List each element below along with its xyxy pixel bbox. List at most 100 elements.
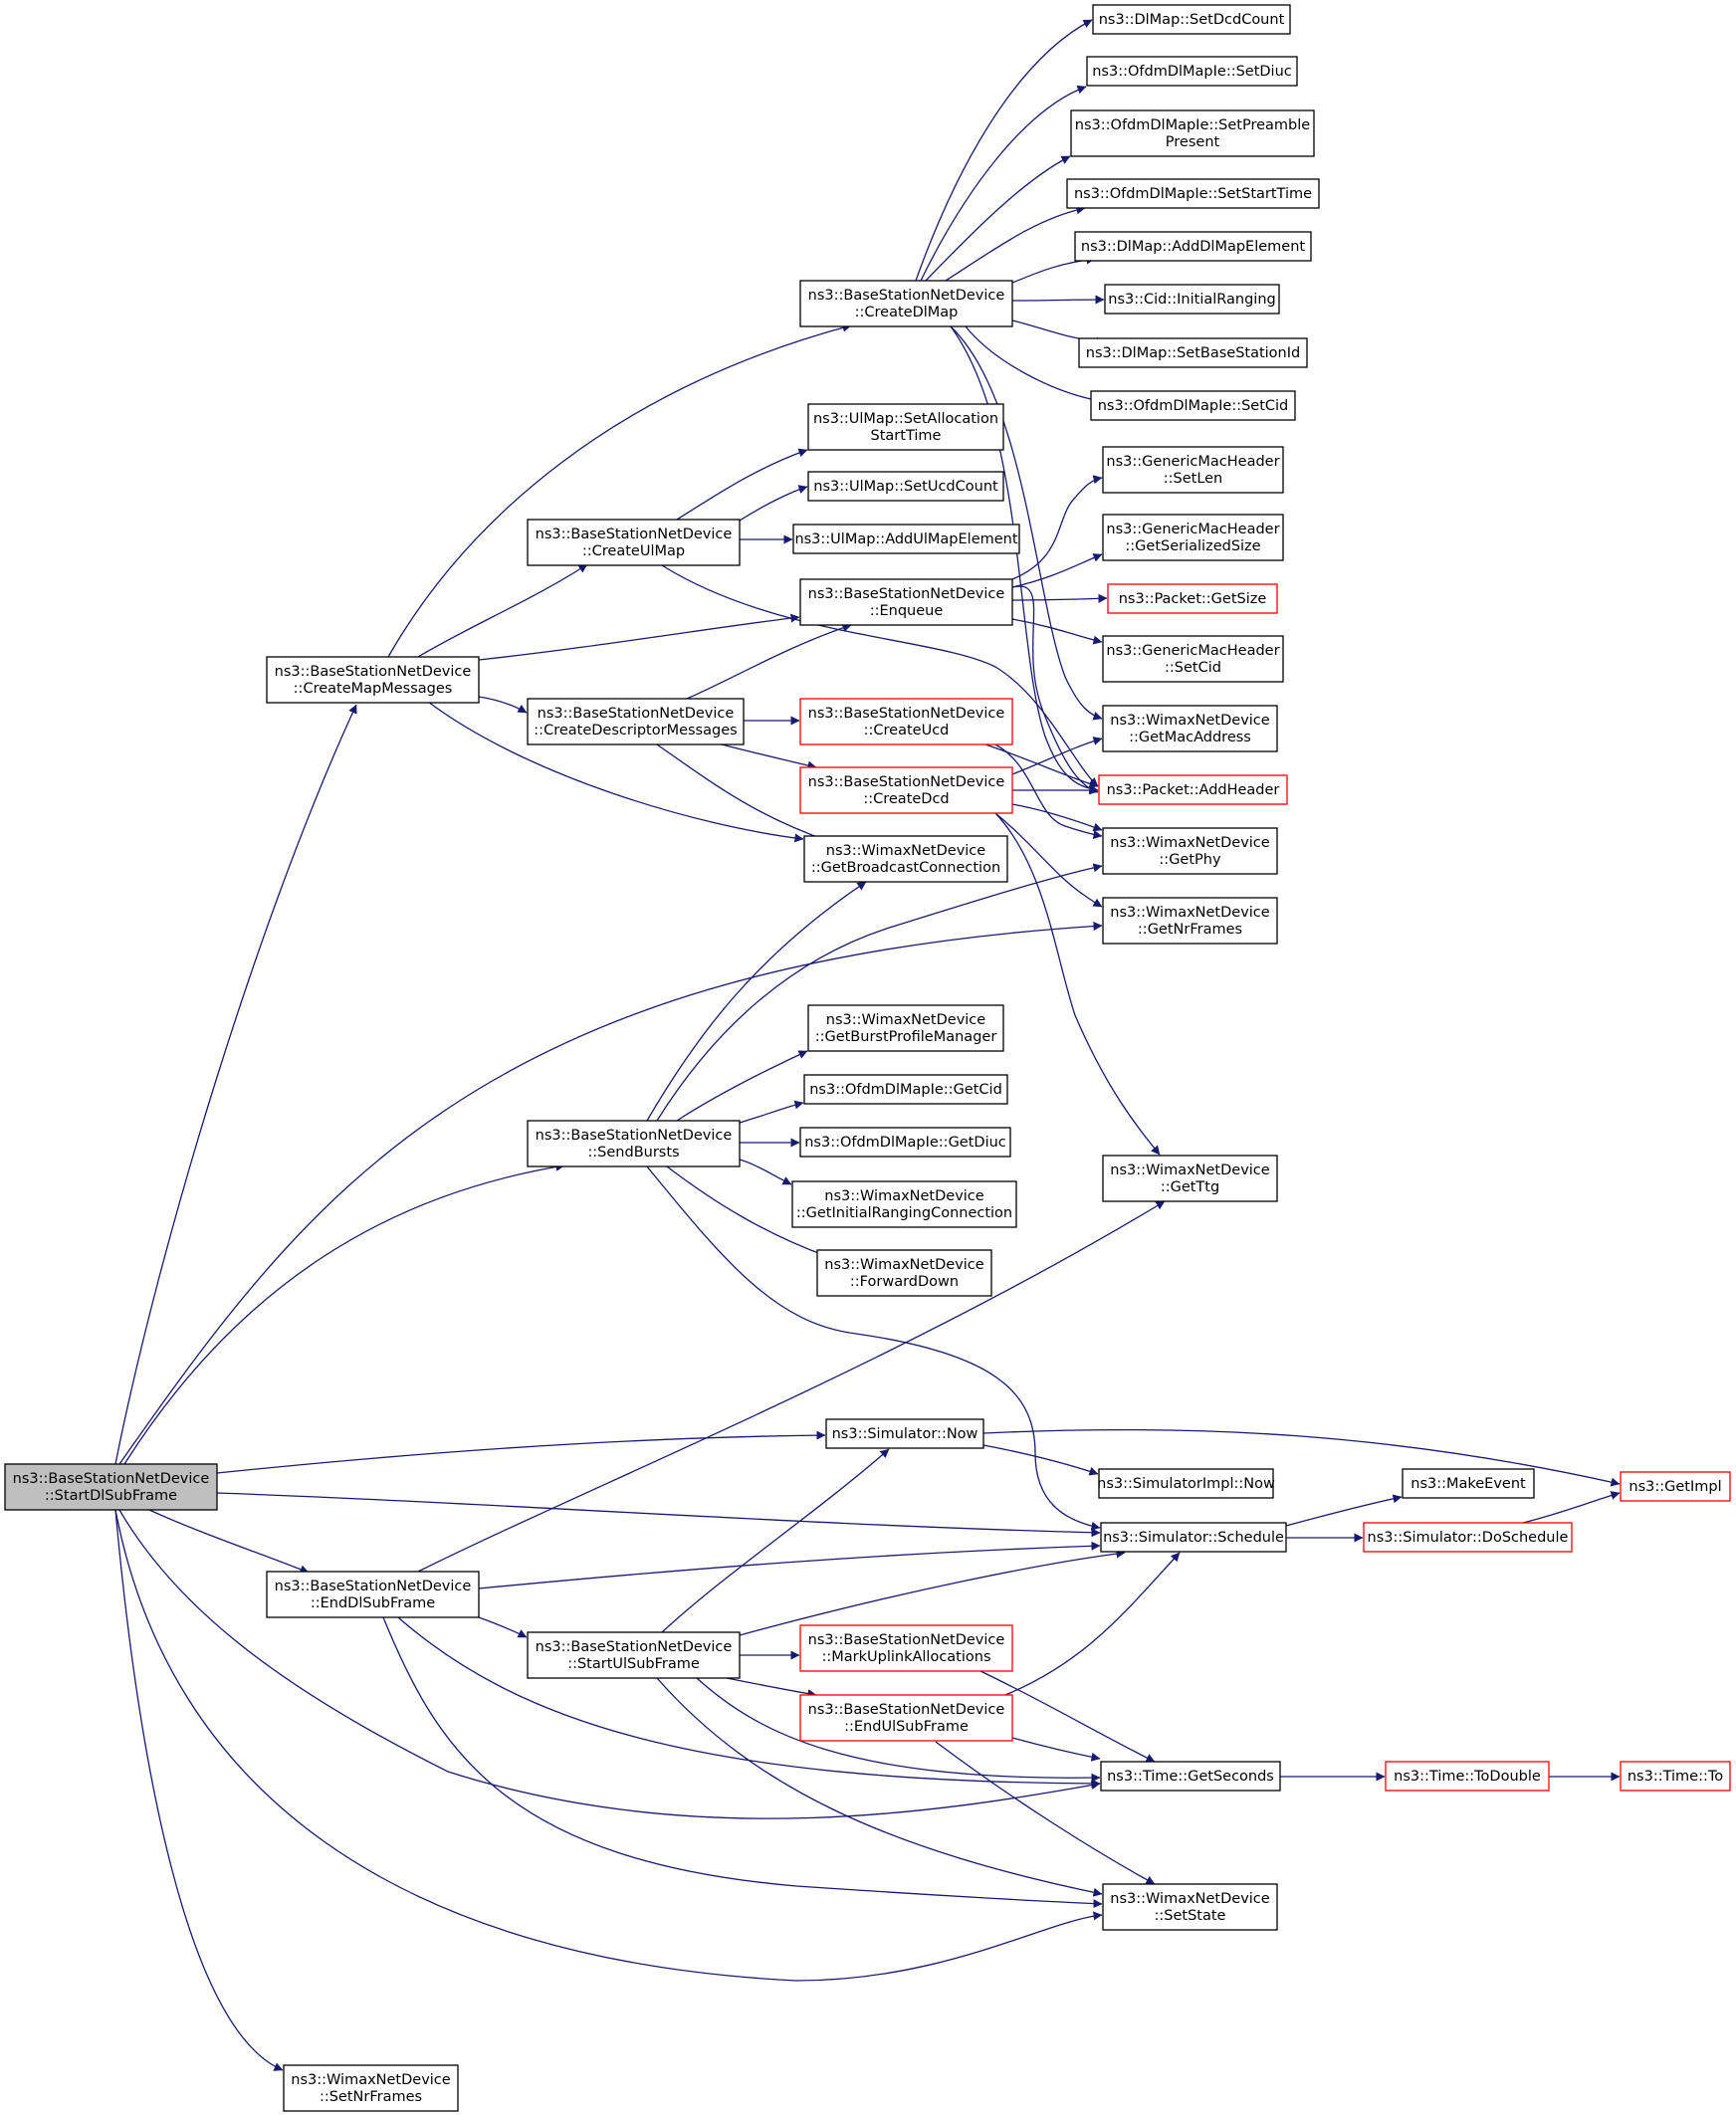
node-label: ns3::BaseStationNetDevice: [275, 1579, 472, 1594]
node-wimax-setstate[interactable]: ns3::WimaxNetDevice::SetState: [1102, 1883, 1278, 1931]
edge-line: [1011, 475, 1103, 580]
edge-create_map-to-create_dlmap: [387, 322, 852, 658]
node-create-map[interactable]: ns3::BaseStationNetDevice::CreateMapMess…: [266, 656, 480, 704]
node-create-ucd[interactable]: ns3::BaseStationNetDevice::CreateUcd: [799, 698, 1013, 745]
edge-line: [676, 1050, 808, 1122]
node-time-todouble[interactable]: ns3::Time::ToDouble: [1385, 1761, 1550, 1792]
node-wimax-getmac[interactable]: ns3::WimaxNetDevice::GetMacAddress: [1102, 705, 1278, 752]
node-label: ::GetBroadcastConnection: [811, 860, 1000, 876]
node-label: ns3::BaseStationNetDevice: [538, 706, 735, 722]
node-dlmap-setdcd[interactable]: ns3::DlMap::SetDcdCount: [1092, 4, 1291, 35]
node-label: ns3::WimaxNetDevice: [1110, 1891, 1269, 1907]
node-label: ns3::DlMap::AddDlMapElement: [1081, 239, 1306, 255]
node-label: StartTime: [871, 428, 942, 444]
edge-create_dlmap-to-cid_initial: [1011, 295, 1105, 305]
node-label: ns3::WimaxNetDevice: [1110, 905, 1269, 921]
node-wimax-getburst[interactable]: ns3::WimaxNetDevice::GetBurstProfileMana…: [807, 1004, 1004, 1052]
node-make-event[interactable]: ns3::MakeEvent: [1402, 1468, 1535, 1499]
node-create-dcd[interactable]: ns3::BaseStationNetDevice::CreateDcd: [799, 766, 1013, 814]
node-label: ::Enqueue: [870, 603, 944, 619]
node-label: ns3::GenericMacHeader: [1106, 454, 1279, 470]
node-wimax-getnr[interactable]: ns3::WimaxNetDevice::GetNrFrames: [1102, 897, 1278, 945]
node-end-dl[interactable]: ns3::BaseStationNetDevice::EndDlSubFrame: [266, 1571, 480, 1618]
edge-create_ulmap-to-packet_addheader: [661, 564, 1099, 787]
node-enqueue[interactable]: ns3::BaseStationNetDevice::Enqueue: [799, 578, 1013, 626]
node-wimax-setnr[interactable]: ns3::WimaxNetDevice::SetNrFrames: [283, 2064, 459, 2112]
node-label: ns3::BaseStationNetDevice: [808, 288, 1005, 304]
node-sim-schedule[interactable]: ns3::Simulator::Schedule: [1100, 1522, 1287, 1553]
node-label: ns3::MakeEvent: [1410, 1476, 1526, 1492]
node-end-ul[interactable]: ns3::BaseStationNetDevice::EndUlSubFrame: [799, 1694, 1013, 1742]
node-wimax-getttg[interactable]: ns3::WimaxNetDevice::GetTtg: [1102, 1155, 1278, 1202]
edge-end_dl-to-time_getsec: [397, 1616, 1101, 1789]
node-create-ulmap[interactable]: ns3::BaseStationNetDevice::CreateUlMap: [527, 519, 741, 566]
node-ofdm-getcid[interactable]: ns3::OfdmDlMapIe::GetCid: [803, 1074, 1008, 1105]
node-start-dl[interactable]: ns3::BaseStationNetDevice::StartDlSubFra…: [4, 1463, 218, 1511]
node-sim-dosched[interactable]: ns3::Simulator::DoSchedule: [1363, 1522, 1573, 1553]
edge-line: [984, 743, 1099, 788]
node-box: [803, 1074, 1008, 1105]
node-gmh-setlen[interactable]: ns3::GenericMacHeader::SetLen: [1102, 446, 1284, 494]
node-box: [1102, 635, 1284, 683]
node-box: [1620, 1761, 1731, 1792]
node-create-desc[interactable]: ns3::BaseStationNetDevice::CreateDescrip…: [527, 698, 745, 745]
node-label: Present: [1166, 134, 1220, 150]
node-create-dlmap[interactable]: ns3::BaseStationNetDevice::CreateDlMap: [799, 280, 1013, 327]
edge-create_ulmap-to-ulmap_setalloc: [676, 448, 808, 521]
edge-line: [982, 1444, 1099, 1476]
node-send-bursts[interactable]: ns3::BaseStationNetDevice::SendBursts: [527, 1120, 741, 1167]
node-cid-initial[interactable]: ns3::Cid::InitialRanging: [1104, 284, 1280, 315]
node-label: ns3::WimaxNetDevice: [1110, 835, 1269, 851]
node-ofdm-setcid[interactable]: ns3::OfdmDlMapIe::SetCid: [1090, 390, 1296, 421]
node-get-impl[interactable]: ns3::GetImpl: [1620, 1471, 1731, 1502]
node-wimax-fwd[interactable]: ns3::WimaxNetDevice::ForwardDown: [816, 1249, 992, 1297]
node-wimax-getinit[interactable]: ns3::WimaxNetDevice::GetInitialRangingCo…: [791, 1180, 1017, 1228]
edge-start_dl-to-sim_now: [216, 1430, 826, 1474]
node-time-getsec[interactable]: ns3::Time::GetSeconds: [1100, 1761, 1281, 1792]
edge-create_ucd-to-packet_addheader: [984, 743, 1099, 788]
node-gmh-getser[interactable]: ns3::GenericMacHeader::GetSerializedSize: [1102, 514, 1284, 561]
node-time-to[interactable]: ns3::Time::To: [1620, 1761, 1731, 1792]
node-simimpl-now[interactable]: ns3::SimulatorImpl::Now: [1097, 1468, 1275, 1499]
node-start-ul[interactable]: ns3::BaseStationNetDevice::StartUlSubFra…: [527, 1631, 741, 1679]
edge-line: [382, 1616, 1103, 1909]
edge-line: [1011, 803, 1103, 832]
node-mark-ul[interactable]: ns3::BaseStationNetDevice::MarkUplinkAll…: [799, 1624, 1013, 1672]
node-label: ns3::Simulator::DoSchedule: [1368, 1530, 1569, 1546]
node-wimax-getbcast[interactable]: ns3::WimaxNetDevice::GetBroadcastConnect…: [803, 835, 1008, 883]
edge-line: [925, 155, 1071, 282]
edge-line: [920, 85, 1087, 282]
node-label: ns3::WimaxNetDevice: [1110, 1163, 1269, 1178]
node-ofdm-getdiuc[interactable]: ns3::OfdmDlMapIe::GetDiuc: [799, 1127, 1011, 1158]
edge-end_dl-to-start_ul: [478, 1616, 528, 1638]
node-label: ns3::BaseStationNetDevice: [275, 664, 472, 680]
node-label: ns3::UlMap::AddUlMapElement: [794, 531, 1017, 547]
node-packet-addheader[interactable]: ns3::Packet::AddHeader: [1098, 774, 1288, 805]
node-packet-getsize[interactable]: ns3::Packet::GetSize: [1107, 583, 1278, 614]
node-box: [1098, 1468, 1274, 1499]
node-dlmap-setbs[interactable]: ns3::DlMap::SetBaseStationId: [1078, 337, 1308, 368]
node-ulmap-add[interactable]: ns3::UlMap::AddUlMapElement: [792, 524, 1020, 554]
node-label: ::CreateDlMap: [855, 305, 959, 320]
node-ofdm-setstart[interactable]: ns3::OfdmDlMapIe::SetStartTime: [1066, 178, 1320, 209]
node-sim-now[interactable]: ns3::Simulator::Now: [825, 1418, 984, 1449]
edge-create_dcd-to-wimax_getnr: [994, 812, 1103, 908]
node-box: [1070, 109, 1315, 157]
node-box: [1090, 390, 1296, 421]
node-label: ::SetLen: [1164, 471, 1223, 487]
edge-line: [387, 322, 852, 658]
edge-send_bursts-to-wimax_getbcast: [646, 881, 867, 1122]
edge-start_dl-to-send_bursts: [123, 1162, 565, 1465]
node-label: ns3::SimulatorImpl::Now: [1097, 1476, 1275, 1492]
node-ofdm-setdiuc[interactable]: ns3::OfdmDlMapIe::SetDiuc: [1086, 56, 1298, 87]
edge-line: [114, 1509, 1103, 1982]
node-gmh-setcid[interactable]: ns3::GenericMacHeader::SetCid: [1102, 635, 1284, 683]
node-label: ns3::UlMap::SetAllocation: [813, 411, 998, 427]
node-ulmap-setucd[interactable]: ns3::UlMap::SetUcdCount: [807, 471, 1004, 502]
node-box: [799, 1624, 1013, 1672]
node-dlmap-add[interactable]: ns3::DlMap::AddDlMapElement: [1074, 231, 1312, 262]
node-wimax-getphy[interactable]: ns3::WimaxNetDevice::GetPhy: [1102, 827, 1278, 875]
node-label: ns3::Time::ToDouble: [1394, 1769, 1541, 1785]
